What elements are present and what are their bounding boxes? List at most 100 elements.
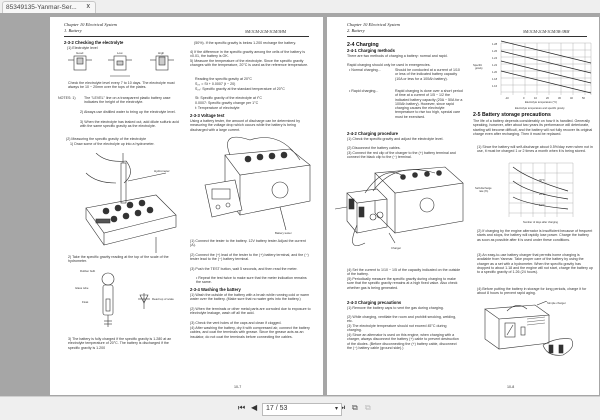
svg-text:Glass tube: Glass tube (75, 286, 89, 290)
svg-text:Simple charger: Simple charger (547, 301, 566, 305)
hydrometer-label: Hydrometer (154, 169, 170, 173)
formula-def-2: St: Specific gravity of the electrolyte … (195, 96, 262, 100)
svg-text:1.18: 1.18 (492, 77, 498, 81)
svg-text:1.26: 1.26 (492, 49, 498, 53)
svg-text:30°C: 30°C (539, 178, 545, 182)
voltage-test-text: Using a battery tester, the amount of di… (190, 119, 301, 132)
wash-step-2: (2) When the terminals or other metal pa… (190, 307, 311, 316)
svg-text:20: 20 (546, 96, 549, 100)
charger-battery-illustration: Charger (335, 166, 464, 250)
svg-text:0: 0 (523, 96, 525, 100)
tester-step-3: (3) Push the TEST button, wait 5 seconds… (190, 267, 298, 271)
tester-repeat-note: • Repeat the test twice to make sure tha… (196, 276, 307, 285)
tab-title: 85349135-Yanmar-Ser... (6, 4, 77, 11)
note-3: 3) When the electrolyte has leaked out, … (80, 120, 179, 129)
svg-text:Good: Good (76, 51, 84, 55)
page-selector[interactable]: 17 / 53 ▾ (262, 403, 342, 416)
svg-text:Specific: Specific (473, 63, 483, 67)
svg-text:10°C: 10°C (539, 203, 545, 207)
step-4-difference: 4) If the difference in the specific gra… (190, 50, 305, 59)
svg-text:1.16: 1.16 (492, 84, 498, 88)
chapter-title: Chapter 10 Electrical System (64, 22, 117, 27)
header-rule (64, 36, 309, 37)
formula-def-4: t: Temperature of electrolyte (195, 106, 240, 110)
heading-voltage-test: 2-3-3 Voltage test (190, 113, 225, 118)
procedure-step-2: (2) Disconnect the battery cables. (347, 146, 401, 150)
heading-charging-procedure: 2-4-2 Charging procedure (347, 131, 398, 136)
svg-text:40: 40 (570, 96, 573, 100)
normal-charging-text: Should be conducted at a current of 1/10… (395, 68, 460, 81)
step-5-temperature: 5) Measure the temperature of the electr… (190, 59, 309, 68)
svg-text:Float: Float (82, 300, 88, 304)
heading-washing-battery: 2-3-4 Washing the battery (190, 287, 241, 292)
formula: S₂₀ = St + 0.0007 (t − 20) (195, 82, 236, 86)
right-page: Chapter 10 Electrical System 2. Battery … (327, 17, 599, 395)
svg-text:-10: -10 (505, 96, 509, 100)
simple-charger-illustration: Simple charger (484, 301, 574, 356)
precaution-1: (1) Remove the battery caps to vent the … (347, 306, 444, 310)
tab-bar: 85349135-Yanmar-Ser... x (0, 0, 600, 13)
two-page-view-icon[interactable]: ⧉ (365, 403, 371, 412)
page-selector-value: 17 / 53 (266, 405, 288, 412)
storage-step-2: (2) If charging by the engine alternator… (477, 229, 593, 242)
storage-step-1: (1) Since the battery will self-discharg… (477, 145, 593, 154)
wash-step-4: (4) After washing the battery, dry it wi… (190, 326, 310, 339)
normal-charging-label: • Normal charging... (349, 68, 381, 72)
procedure-step-4: (4) Set the current to 1/10 ~ 1/5 of the… (347, 268, 461, 277)
chapter-title: Chapter 10 Electrical System (347, 22, 400, 27)
svg-text:Battery tester: Battery tester (275, 231, 292, 235)
section-title: 2. Battery (347, 28, 365, 33)
svg-text:Low: Low (117, 51, 123, 55)
gravity-recharge-text: (50%). If the specific gravity is below … (194, 41, 297, 45)
page-number-right: 10-8 (507, 385, 515, 389)
svg-text:rate (%): rate (%) (479, 189, 488, 193)
procedure-step-5: (5) Periodically measure the specific gr… (347, 277, 458, 290)
header-rule (347, 36, 587, 37)
svg-text:50: 50 (582, 96, 585, 100)
svg-text:Self-discharge: Self-discharge (475, 186, 492, 190)
model-header: SM/1GM-2GM-3GM/3B-3HM (523, 30, 570, 34)
procedure-step-1: (1) Check the specific gravity and adjus… (347, 137, 444, 141)
step-fully-charged: 3) The battery is fully charged if the s… (68, 337, 172, 350)
page-separator (323, 16, 327, 396)
storage-intro-text: The life of a battery depends considerab… (473, 119, 593, 136)
svg-text:1.24: 1.24 (492, 56, 498, 60)
tester-step-1: (1) Connect the tester to the battery. 1… (190, 239, 306, 248)
formula-intro: Reading the specific gravity at 20°C (195, 77, 252, 81)
procedure-step-3: (3) Connect the red clip of the charger … (347, 151, 456, 160)
document-tab[interactable]: 85349135-Yanmar-Ser... x (2, 1, 96, 13)
single-page-view-icon[interactable]: ⧉ (352, 403, 358, 412)
subheading-electrolyte-level: (1) Electrolyte level (67, 46, 98, 50)
heading-storage-precautions: 2-5 Battery storage precautions (473, 112, 551, 118)
previous-page-button[interactable]: ◀ (251, 403, 258, 412)
heading-checking-electrolyte: 2-3-2 Checking the electrolyte (64, 40, 124, 45)
formula-def-3: 0.0007: Specific gravity change per 1°C (195, 101, 259, 105)
page-number-left: 10-7 (234, 385, 242, 389)
notes-label: NOTES: 1) (58, 96, 76, 100)
svg-text:Rubber bulb: Rubber bulb (80, 269, 96, 273)
precaution-3: (3) The electrolyte temperature should n… (347, 324, 447, 333)
svg-text:Electrolyte temperature and sp: Electrolyte temperature and specific gra… (515, 106, 565, 110)
svg-text:10: 10 (534, 96, 537, 100)
precaution-2: (2) While charging, ventilate the room a… (347, 315, 457, 324)
note-1: The "LEVEL" line on a transparent plasti… (84, 96, 171, 105)
rapid-charging-text: Rapid charging is done over a short peri… (395, 89, 463, 119)
electrolyte-level-diagram: Good Low High (68, 51, 174, 77)
svg-text:High: High (158, 51, 165, 55)
precaution-4: (4) Since an alternator is used on this … (347, 333, 459, 350)
rapid-emergency-text: Rapid charging should only be used in em… (347, 63, 431, 67)
electrolyte-check-text: Check the electrolyte level every 7 to 1… (68, 81, 175, 90)
left-page: Chapter 10 Electrical System 1. Battery … (50, 17, 323, 395)
specific-gravity-chart: 1.281.261.241.22 1.201.181.16 Specificgr… (473, 40, 592, 110)
wash-step-3: (3) Check the vent holes of the caps and… (190, 321, 282, 325)
battery-tester-illustration: Battery tester (204, 136, 311, 235)
viewer-top-border (0, 13, 600, 16)
svg-text:1.20: 1.20 (492, 70, 498, 74)
chevron-down-icon[interactable]: ▾ (334, 406, 338, 412)
rapid-charging-label: • Rapid charging... (349, 89, 379, 93)
storage-step-4: (4) Before putting the battery in storag… (477, 287, 587, 296)
svg-text:Number of days after charging: Number of days after charging (523, 220, 558, 224)
close-tab-icon[interactable]: x (86, 3, 91, 10)
first-page-button[interactable]: ⏮ (238, 403, 246, 412)
